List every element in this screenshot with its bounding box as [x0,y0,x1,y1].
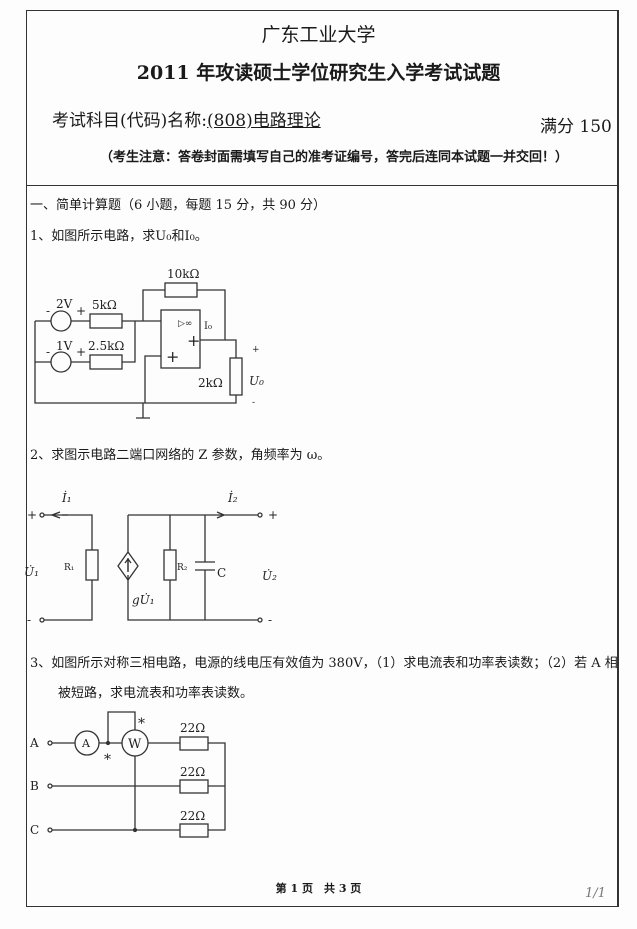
resistor-2k [229,357,243,396]
candidate-notice: （考生注意：答卷封面需填写自己的准考证编号，答完后连同本试题一并交回！） [100,150,569,165]
svg-text:-: - [46,345,50,359]
resistor-5k [89,313,123,329]
svg-text:I₀: I₀ [204,321,212,332]
svg-text:2.5kΩ: 2.5kΩ [88,339,124,353]
page-border [26,10,619,907]
page-number: 第 1 页 共 3 页 [275,882,362,895]
svg-text:U̇₂: U̇₂ [262,568,277,583]
circuit-1-opamp: 2V - + 1V - + 5kΩ 2.5kΩ 10kΩ ▷∞ I₀ + + 2… [34,267,264,419]
voltage-source-2v [50,310,72,332]
dependent-current-source [117,550,139,582]
svg-text:-: - [46,304,50,318]
svg-text:+: + [76,304,86,318]
svg-text:22Ω: 22Ω [180,809,205,823]
resistor-r2 [163,549,177,581]
question-3-cont: 被短路，求电流表和功率表读数。 [58,686,254,701]
subject-value: (808)电路理论 [207,111,321,131]
svg-text:U̇₁: U̇₁ [24,564,39,579]
resistor-2-5k [89,354,123,370]
svg-text:İ₁: İ₁ [61,490,72,505]
svg-text:A: A [29,736,39,750]
svg-text:+: + [268,508,278,522]
svg-text:▷∞: ▷∞ [178,319,192,329]
subject-line: 考试科目(代码)名称:(808)电路理论 [52,106,321,131]
wattmeter [121,729,149,757]
resistor-10k [164,282,198,298]
svg-text:İ₂: İ₂ [227,490,238,505]
svg-text:+: + [252,345,260,355]
question-2: 2、求图示电路二端口网络的 Z 参数，角频率为 ω。 [30,448,331,463]
load-resistor-c [179,823,209,838]
svg-text:gU̇₁: gU̇₁ [132,592,155,607]
svg-text:5kΩ: 5kΩ [92,298,117,312]
svg-text:R₂: R₂ [177,563,188,573]
svg-text:R₁: R₁ [64,563,74,573]
svg-text:2V: 2V [56,297,73,311]
svg-text:-: - [252,398,255,408]
svg-text:+: + [166,347,179,366]
svg-text:10kΩ: 10kΩ [167,267,200,281]
svg-text:B: B [30,779,39,793]
resistor-r1 [85,549,99,581]
svg-text:*: * [104,752,111,768]
circuit-3-three-phase: A B C A W * * 22Ω 22Ω 22Ω [29,711,226,838]
svg-text:1V: 1V [56,339,73,353]
circuit-2-two-port: + İ₁ U̇₁ - R₁ R₂ C gU̇₁ İ₂ + U̇₂ - [24,490,278,627]
svg-text:*: * [138,716,145,732]
subject-label: 考试科目(代码)名称: [52,111,207,131]
ammeter [74,730,100,756]
svg-text:U₀: U₀ [249,374,264,388]
svg-text:W: W [128,737,142,752]
svg-text:-: - [27,613,31,627]
svg-text:+: + [76,345,86,359]
svg-text:C: C [217,566,226,580]
svg-text:+: + [27,508,37,522]
question-3: 3、如图所示对称三相电路，电源的线电压有效值为 380V，（1）求电流表和功率表… [30,656,618,671]
svg-text:2kΩ: 2kΩ [198,376,223,390]
exam-title: 2011 年攻读硕士学位研究生入学考试试题 [136,62,501,84]
handwritten-mark: 1/1 [585,886,606,901]
load-resistor-b [179,779,209,794]
voltage-source-1v [50,351,72,373]
load-resistor-a [179,736,209,751]
svg-text:+: + [187,331,200,350]
svg-text:-: - [268,613,272,627]
header-divider [26,185,618,186]
opamp [160,309,201,369]
university-name: 广东工业大学 [261,24,376,46]
full-score: 满分 150 [540,117,612,137]
section-title: 一、简单计算题（6 小题，每题 15 分，共 90 分） [30,198,327,213]
svg-text:A: A [81,737,91,750]
question-1: 1、如图所示电路，求U₀和I₀。 [30,229,208,244]
svg-text:22Ω: 22Ω [180,765,205,779]
svg-text:22Ω: 22Ω [180,721,205,735]
svg-text:C: C [30,823,39,837]
